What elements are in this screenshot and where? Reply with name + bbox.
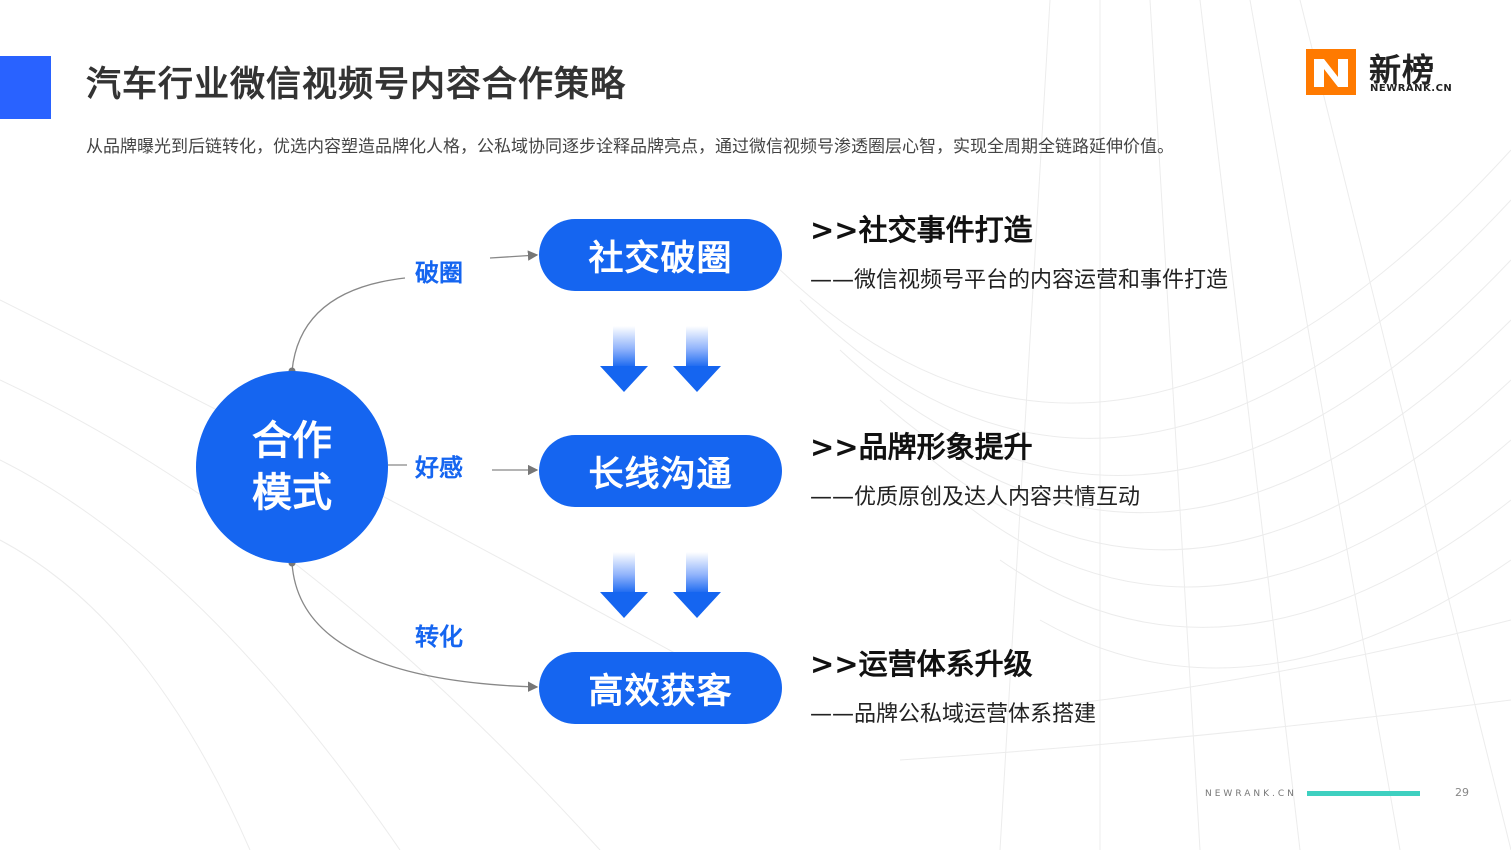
node-long-term-communication: 长线沟通 xyxy=(539,435,782,507)
down-arrow-icon xyxy=(600,552,648,618)
detail-desc-1: ——微信视频号平台的内容运营和事件打造 xyxy=(810,268,1229,293)
node-efficient-acquisition: 高效获客 xyxy=(539,652,782,724)
center-node-line2: 模式 xyxy=(252,470,332,516)
page-number: 29 xyxy=(1455,786,1469,799)
detail-desc-2: ——优质原创及达人内容共情互动 xyxy=(810,485,1141,510)
center-node-line1: 合作 xyxy=(252,418,332,464)
newrank-logo: 新榜 NEWRANK.CN xyxy=(1306,49,1456,99)
detail-heading-2: >>品牌形象提升 xyxy=(810,430,1033,464)
edge-label-bottom: 转化 xyxy=(415,623,463,651)
edge-arrow-top xyxy=(489,250,539,261)
edge-curve-top xyxy=(291,277,406,372)
center-node-cooperation-mode: 合作 模式 xyxy=(196,371,388,563)
newrank-logo-icon xyxy=(1306,49,1356,95)
down-arrow-icon xyxy=(673,552,721,618)
edge-label-top: 破圈 xyxy=(415,259,463,287)
edge-curve-bottom xyxy=(291,562,539,692)
detail-heading-3: >>运营体系升级 xyxy=(810,647,1033,681)
detail-heading-1: >>社交事件打造 xyxy=(810,213,1033,247)
title-accent-bar xyxy=(0,56,51,119)
logo-text-en: NEWRANK.CN xyxy=(1370,83,1453,94)
footer-site: NEWRANK.CN xyxy=(1205,789,1297,799)
page-subtitle: 从品牌曝光到后链转化，优选内容塑造品牌化人格，公私域协同逐步诠释品牌亮点，通过微… xyxy=(86,137,1174,157)
detail-desc-3: ——品牌公私域运营体系搭建 xyxy=(810,702,1097,727)
node-social-breakout: 社交破圈 xyxy=(539,219,782,291)
down-arrow-icon xyxy=(673,326,721,392)
footer-bar xyxy=(1307,791,1420,796)
page-title: 汽车行业微信视频号内容合作策略 xyxy=(86,65,627,105)
down-arrow-icon xyxy=(600,326,648,392)
logo-text-cn: 新榜 xyxy=(1369,51,1436,89)
edge-label-middle: 好感 xyxy=(415,454,463,482)
